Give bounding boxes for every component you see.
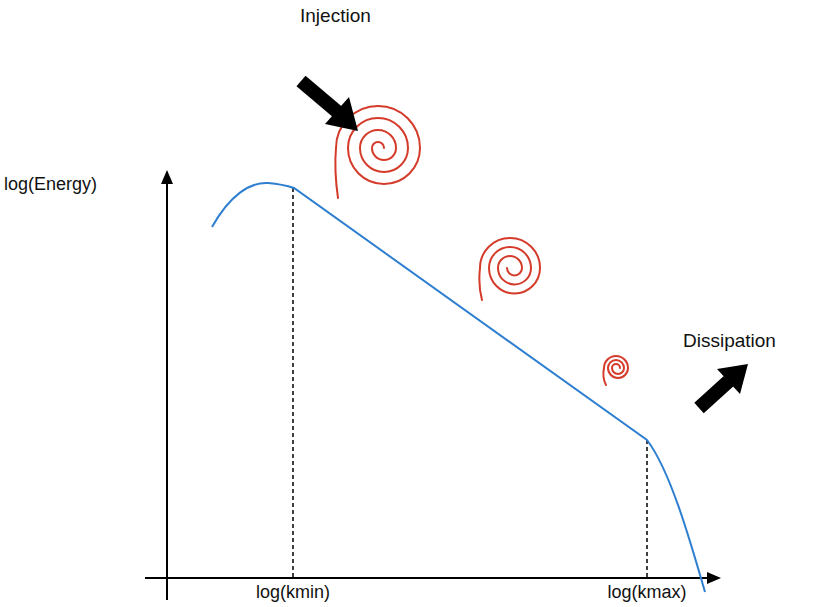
injection-label: Injection: [300, 5, 371, 28]
arrows: [301, 81, 748, 408]
small-eddy: [603, 356, 628, 385]
dissipation-arrow-shaft: [699, 379, 731, 408]
guide-lines: [293, 188, 647, 577]
x-axis-arrowhead: [707, 572, 721, 584]
energy-spectrum-curve: [212, 183, 705, 592]
dissipation-label: Dissipation: [683, 330, 776, 353]
injection-arrow-head: [325, 97, 358, 131]
eddies: [335, 106, 628, 385]
x-axis: [145, 577, 710, 579]
kmin-guide: [292, 188, 294, 577]
axes: [145, 182, 710, 600]
medium-eddy: [479, 238, 540, 300]
y-axis-arrowhead: [161, 170, 173, 184]
injection-arrow-shaft: [301, 81, 340, 114]
tick-label: log(kmin): [256, 582, 330, 604]
axis-label: log(Energy): [4, 174, 97, 196]
y-axis: [166, 182, 168, 600]
dissipation-arrow-head: [717, 364, 748, 394]
kmax-guide: [646, 440, 648, 577]
tick-label: log(kmax): [607, 582, 686, 604]
